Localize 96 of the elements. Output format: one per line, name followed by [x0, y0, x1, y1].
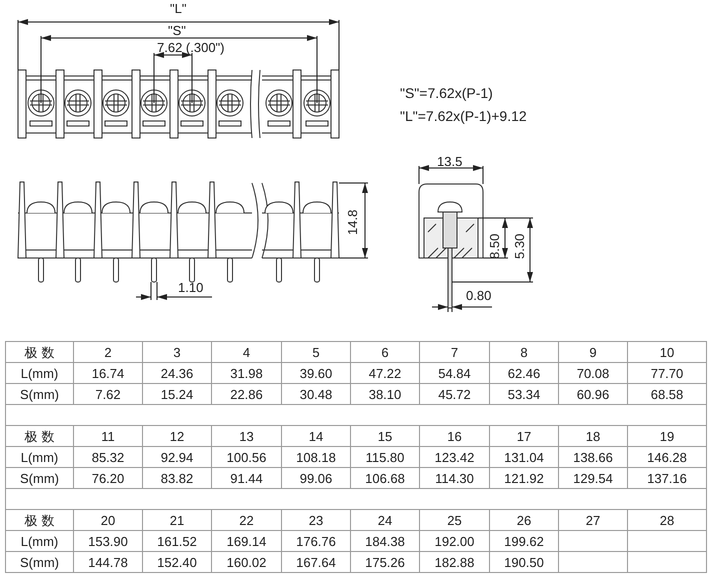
table-cell: 161.52	[142, 530, 212, 552]
table-cell: 10	[628, 342, 706, 362]
table-cell: 38.10	[350, 384, 420, 404]
table-cell: 23	[282, 510, 350, 530]
table-cell: 39.60	[282, 362, 350, 384]
table-cell: 137.16	[628, 468, 706, 488]
table-cell: 85.32	[74, 446, 142, 468]
table-cell: 8	[490, 342, 558, 362]
table-cell: 176.76	[282, 530, 350, 552]
dimension-label: 5.30	[513, 234, 527, 259]
table-cell: S(mm)	[6, 552, 74, 572]
table-cell: 14	[282, 426, 350, 446]
table-cell: 20	[74, 510, 142, 530]
table-cell: 121.92	[490, 468, 558, 488]
table-cell: 17	[490, 426, 558, 446]
table-cell: 24.36	[142, 362, 212, 384]
table-cell: 108.18	[282, 446, 350, 468]
table-cell: 62.46	[490, 362, 558, 384]
table-cell: 26	[490, 510, 558, 530]
table-cell: 54.84	[420, 362, 490, 384]
table-cell: 190.50	[490, 552, 558, 572]
table-cell: 28	[628, 510, 706, 530]
table-cell: 131.04	[490, 446, 558, 468]
table-cell: L(mm)	[6, 530, 74, 552]
table-cell: 极 数	[6, 426, 74, 446]
table-cell: 92.94	[142, 446, 212, 468]
table-cell: 2	[74, 342, 142, 362]
table-cell: 47.22	[350, 362, 420, 384]
table-cell: 77.70	[628, 362, 706, 384]
dimension-label: 1.10	[178, 281, 204, 295]
dimension-label: 0.80	[466, 289, 492, 303]
table-cell: 6	[350, 342, 420, 362]
table-cell: 13	[212, 426, 282, 446]
table-cell: 123.42	[420, 446, 490, 468]
table-cell: 25	[420, 510, 490, 530]
table-cell: S(mm)	[6, 384, 74, 404]
table-cell: L(mm)	[6, 446, 74, 468]
table-cell: 45.72	[420, 384, 490, 404]
table-cell: 7	[420, 342, 490, 362]
table-cell: 31.98	[212, 362, 282, 384]
dimension-label: 7.62 (.300")	[157, 41, 224, 55]
table-cell: 5	[282, 342, 350, 362]
table-cell: 22.86	[212, 384, 282, 404]
table-cell: 91.44	[212, 468, 282, 488]
table-cell: 83.82	[142, 468, 212, 488]
table-cell: 138.66	[558, 446, 628, 468]
table-cell: 192.00	[420, 530, 490, 552]
table-cell: 70.08	[558, 362, 628, 384]
table-cell: 12	[142, 426, 212, 446]
table-cell: 167.64	[282, 552, 350, 572]
table-cell: 169.14	[212, 530, 282, 552]
table-cell: 53.34	[490, 384, 558, 404]
table-cell: 76.20	[74, 468, 142, 488]
table-cell: 153.90	[74, 530, 142, 552]
table-cell: 99.06	[282, 468, 350, 488]
table-cell: 27	[558, 510, 628, 530]
table-cell: 7.62	[74, 384, 142, 404]
table-cell: 114.30	[420, 468, 490, 488]
table-cell: 16.74	[74, 362, 142, 384]
table-cell: 129.54	[558, 468, 628, 488]
formula-text: "L"=7.62x(P-1)+9.12	[400, 108, 527, 124]
table-cell: 60.96	[558, 384, 628, 404]
table-cell: 175.26	[350, 552, 420, 572]
table-cell: 24	[350, 510, 420, 530]
dimension-label: 13.5	[437, 155, 462, 169]
table-cell: 30.48	[282, 384, 350, 404]
table-cell: L(mm)	[6, 362, 74, 384]
table-cell: 106.68	[350, 468, 420, 488]
table-cell: 19	[628, 426, 706, 446]
table-cell: 16	[420, 426, 490, 446]
formula-text: "S"=7.62x(P-1)	[400, 85, 493, 101]
table-cell: 22	[212, 510, 282, 530]
table-cell: 199.62	[490, 530, 558, 552]
table-cell: 21	[142, 510, 212, 530]
table-cell: 18	[558, 426, 628, 446]
table-cell: 15.24	[142, 384, 212, 404]
table-cell: 146.28	[628, 446, 706, 468]
table-cell: 184.38	[350, 530, 420, 552]
table-cell: 极 数	[6, 342, 74, 362]
dimension-label: "L"	[170, 2, 186, 16]
table-cell: 144.78	[74, 552, 142, 572]
table-cell: 115.80	[350, 446, 420, 468]
table-cell: 4	[212, 342, 282, 362]
table-cell: 152.40	[142, 552, 212, 572]
table-cell: 15	[350, 426, 420, 446]
dimension-label: 14.8	[346, 210, 360, 235]
table-cell: 9	[558, 342, 628, 362]
table-cell: 100.56	[212, 446, 282, 468]
table-cell: S(mm)	[6, 468, 74, 488]
table-cell: 182.88	[420, 552, 490, 572]
table-cell: 3	[142, 342, 212, 362]
table-cell: 68.58	[628, 384, 706, 404]
table-cell: 11	[74, 426, 142, 446]
table-cell: 极 数	[6, 510, 74, 530]
dimension-label: "S"	[168, 24, 186, 38]
table-cell: 160.02	[212, 552, 282, 572]
